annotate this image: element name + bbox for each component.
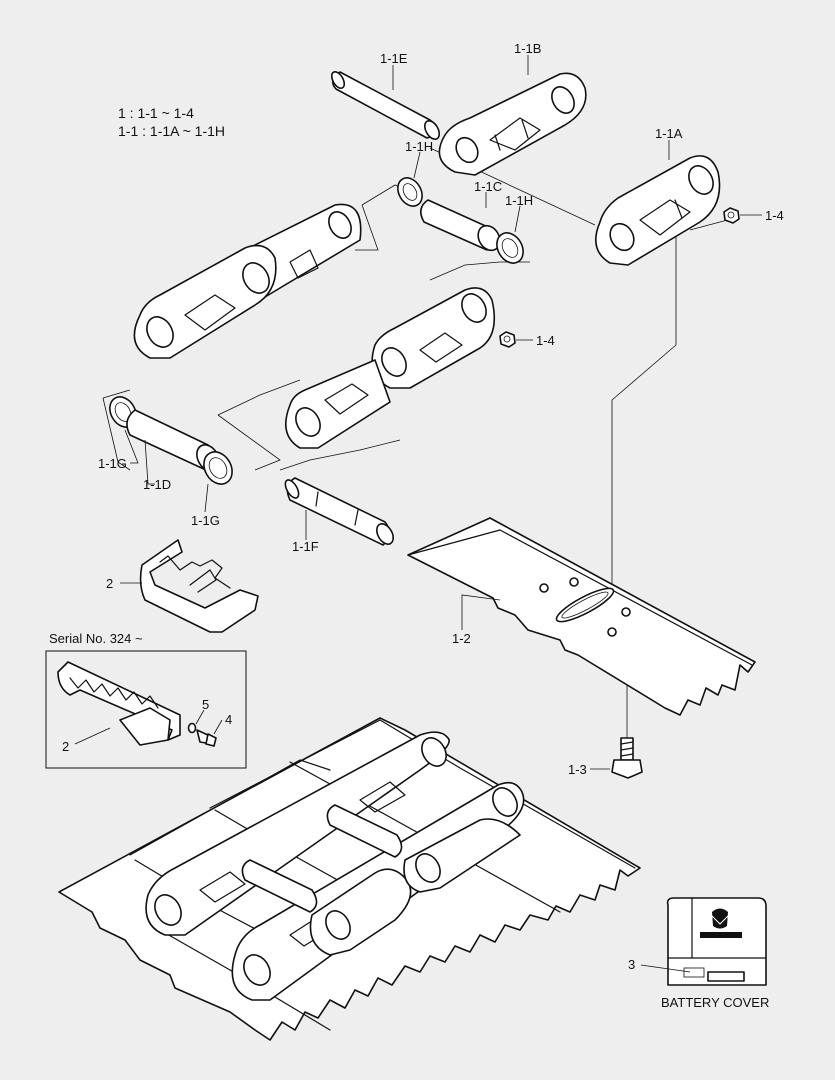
legend: 1 : 1-1 ~ 1-4 1-1 : 1-1A ~ 1-1H bbox=[118, 104, 225, 140]
battery-label-plate bbox=[683, 967, 705, 978]
label-1-1A: 1-1A bbox=[655, 126, 683, 141]
battery-cover bbox=[666, 897, 767, 986]
washer-5 bbox=[187, 722, 197, 734]
link-1-1B bbox=[438, 72, 587, 176]
shoe-1-2 bbox=[407, 517, 756, 716]
link-pair-upper-left bbox=[133, 203, 362, 359]
label-1-1D: 1-1D bbox=[143, 477, 172, 492]
bolt-4 bbox=[196, 729, 217, 747]
bolt-1-3 bbox=[611, 737, 643, 779]
pin-1-1F bbox=[284, 477, 394, 546]
label-4: 4 bbox=[225, 712, 233, 727]
label-3: 3 bbox=[628, 957, 636, 972]
guard-2-inset bbox=[57, 661, 181, 746]
label-1-1H-top: 1-1H bbox=[405, 139, 434, 154]
label-1-1B: 1-1B bbox=[514, 41, 542, 56]
link-1-1A bbox=[594, 155, 721, 266]
label-1-4-top: 1-4 bbox=[765, 208, 784, 223]
leader-lines bbox=[74, 55, 762, 973]
label-2-top: 2 bbox=[106, 576, 114, 591]
guard-2 bbox=[139, 539, 259, 633]
pin-1-1E bbox=[330, 71, 441, 140]
legend-line-1: 1 : 1-1 ~ 1-4 bbox=[118, 105, 194, 121]
bushing-1-1C bbox=[420, 199, 501, 252]
legend-line-2: 1-1 : 1-1A ~ 1-1H bbox=[118, 123, 226, 140]
link-pair-middle bbox=[284, 287, 496, 449]
assembled-track bbox=[58, 717, 641, 1041]
nut-1-4-top bbox=[723, 207, 740, 224]
label-1-1E: 1-1E bbox=[380, 51, 408, 66]
label-1-1G-bottom: 1-1G bbox=[191, 513, 220, 528]
seal-1-1H-top bbox=[397, 177, 423, 207]
inset-frame bbox=[45, 650, 247, 769]
label-5: 5 bbox=[202, 697, 210, 712]
label-1-1G-left: 1-1G bbox=[98, 456, 127, 471]
inset-title: Serial No. 324 ~ bbox=[49, 631, 143, 646]
label-2-inset: 2 bbox=[62, 739, 70, 754]
label-1-4-mid: 1-4 bbox=[536, 333, 555, 348]
daewoo-logo bbox=[700, 908, 742, 938]
seal-1-1G-right bbox=[203, 451, 233, 485]
battery-cover-caption: BATTERY COVER bbox=[661, 995, 770, 1010]
label-1-2: 1-2 bbox=[452, 631, 471, 646]
label-1-1C: 1-1C bbox=[474, 179, 503, 194]
nut-1-4-mid bbox=[499, 331, 516, 348]
seal-1-1H-mid bbox=[496, 232, 524, 264]
label-1-1H-mid: 1-1H bbox=[505, 193, 534, 208]
label-1-3: 1-3 bbox=[568, 762, 587, 777]
label-1-1F: 1-1F bbox=[292, 539, 319, 554]
